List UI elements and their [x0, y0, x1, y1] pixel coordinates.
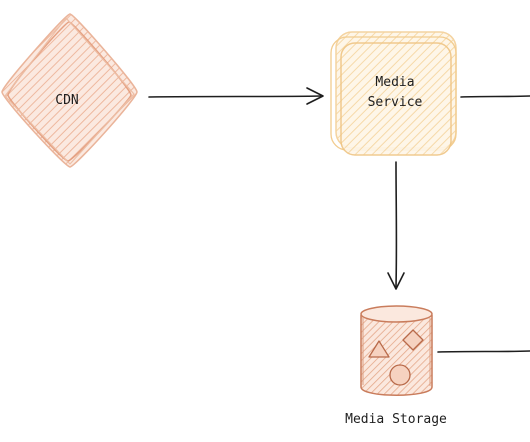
edge-media-service-to-right[interactable] — [460, 95, 530, 98]
edge-media-storage-to-right[interactable] — [437, 350, 530, 353]
media-service-label-line1: Media — [375, 75, 414, 90]
edge-line — [148, 95, 322, 98]
cdn-shape-outline — [4, 17, 135, 165]
arrowhead-icon — [306, 87, 324, 105]
edge-line — [460, 95, 530, 98]
media-service-shape-front — [340, 42, 452, 156]
triangle-icon — [368, 340, 390, 358]
media-storage-node[interactable]: Media Storage — [345, 305, 447, 427]
edge-cdn-to-media-service[interactable] — [148, 87, 324, 105]
cdn-shape-front — [7, 21, 132, 162]
circle-icon — [389, 364, 411, 386]
media-storage-top — [360, 305, 433, 323]
media-storage-label: Media Storage — [345, 412, 447, 427]
media-service-label-line2: Service — [368, 95, 423, 110]
edge-media-service-to-media-storage[interactable] — [387, 161, 405, 290]
cdn-label: CDN — [55, 93, 78, 108]
diamond-icon — [402, 329, 424, 351]
cdn-node[interactable]: CDN — [1, 13, 138, 168]
arrowhead-icon — [387, 272, 405, 290]
media-service-node[interactable]: Media Service — [330, 31, 457, 156]
edge-line — [437, 350, 530, 353]
